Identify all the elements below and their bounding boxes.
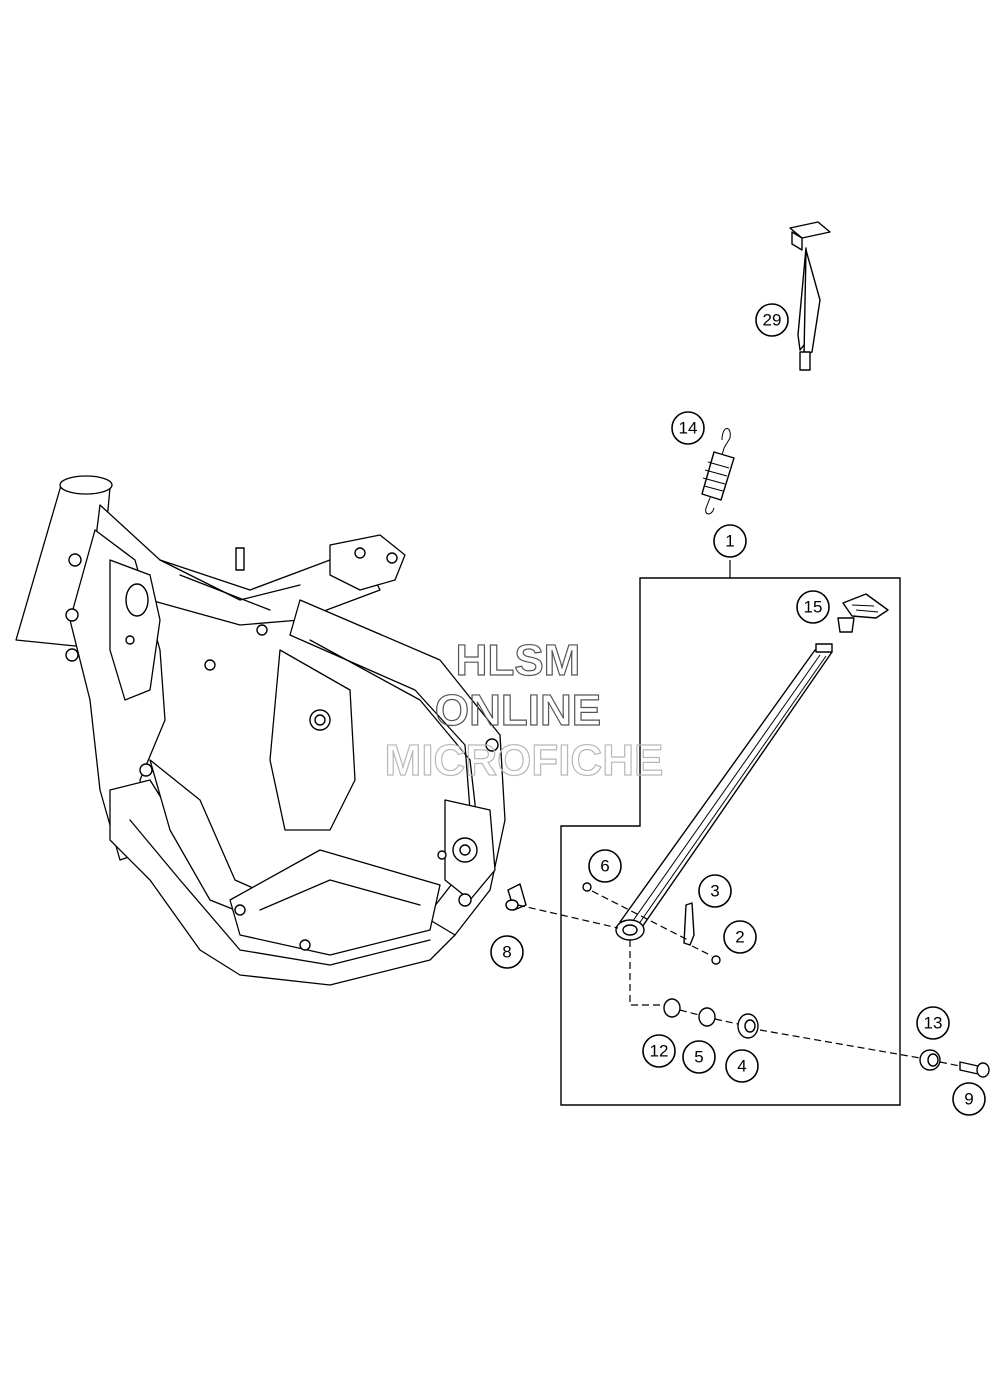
watermark-line-3: MICROFICHE (385, 736, 664, 785)
callout-12: 12 (642, 1034, 676, 1068)
callout-6: 6 (588, 849, 622, 883)
svg-text:1: 1 (725, 532, 734, 551)
svg-text:4: 4 (737, 1057, 746, 1076)
watermark-line-2: ONLINE (435, 686, 601, 735)
part-1-assembly-box (560, 560, 901, 1106)
callout-29: 29 (755, 303, 789, 337)
assembly-lines (517, 890, 961, 1067)
part-29-tool (789, 221, 831, 371)
svg-text:9: 9 (964, 1090, 973, 1109)
part-2-bolt (711, 955, 721, 965)
callouts: 29 14 1 15 6 3 2 8 (490, 303, 986, 1116)
callout-5: 5 (682, 1040, 716, 1074)
svg-text:3: 3 (710, 882, 719, 901)
callout-13: 13 (916, 1006, 950, 1040)
watermark: HLSM ONLINE MICROFICHE (384, 635, 664, 785)
callout-14: 14 (671, 411, 705, 445)
part-3-bracket (683, 902, 695, 946)
svg-text:15: 15 (804, 598, 823, 617)
part-13-bushing (919, 1049, 941, 1071)
svg-text:8: 8 (502, 943, 511, 962)
part-4-bushing (737, 1013, 759, 1039)
svg-text:14: 14 (679, 419, 698, 438)
svg-text:5: 5 (694, 1048, 703, 1067)
callout-1: 1 (713, 524, 747, 558)
callout-15: 15 (796, 590, 830, 624)
svg-text:2: 2 (735, 928, 744, 947)
callout-4: 4 (725, 1049, 759, 1083)
part-5-washer (698, 1007, 716, 1027)
callout-9: 9 (952, 1082, 986, 1116)
svg-text:6: 6 (600, 857, 609, 876)
part-14-spring (701, 428, 735, 515)
callout-2: 2 (723, 920, 757, 954)
svg-text:12: 12 (650, 1042, 669, 1061)
part-8-sensor (505, 883, 527, 911)
callout-3: 3 (698, 874, 732, 908)
part-6-bolt (582, 882, 592, 892)
svg-text:13: 13 (924, 1014, 943, 1033)
part-12-o-ring (663, 998, 681, 1018)
part-9-bolt (959, 1061, 990, 1078)
part-15-rubber-foot (837, 593, 889, 633)
motorcycle-frame (15, 475, 506, 986)
kickstand-leg (615, 643, 833, 941)
watermark-line-1: HLSM (456, 636, 581, 685)
svg-text:29: 29 (763, 311, 782, 330)
callout-8: 8 (490, 935, 524, 969)
